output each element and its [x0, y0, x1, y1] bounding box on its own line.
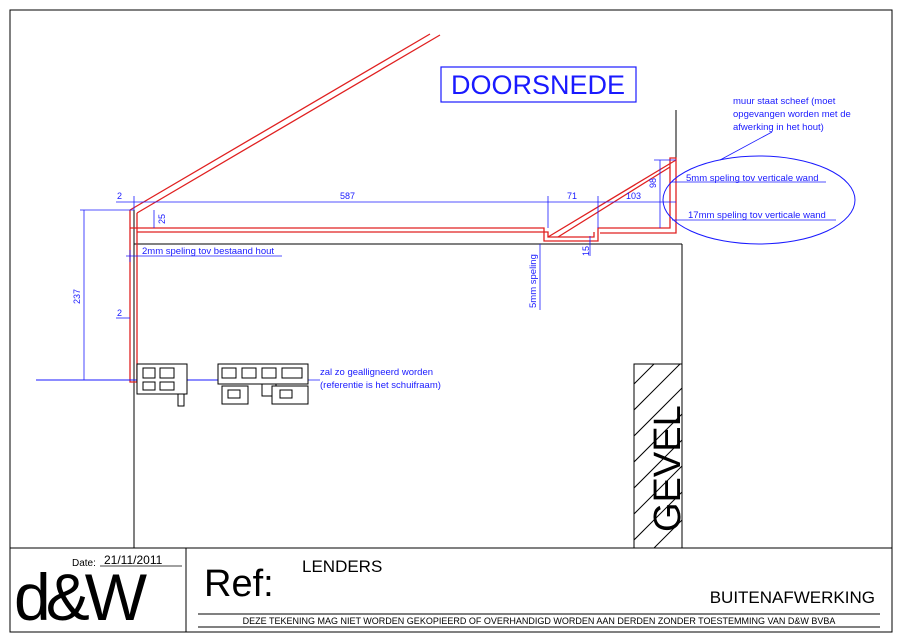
ref-label: Ref: — [204, 563, 274, 605]
disclaimer-text: DEZE TEKENING MAG NIET WORDEN GEKOPIEERD… — [243, 616, 836, 626]
note-gap-vertical-5: 5mm speling tov verticale wand — [686, 173, 819, 184]
note-align-line-2: (referentie is het schuifraam) — [320, 380, 441, 391]
note-wall-line-1: muur staat scheef (moet — [733, 96, 836, 107]
dimension-lines — [80, 131, 836, 381]
note-gap-5mm: 5mm speling — [528, 254, 539, 308]
finishing-profile — [129, 33, 677, 383]
existing-structure — [133, 110, 683, 548]
window-frame-profile — [136, 363, 309, 407]
dim-right-height: 98 — [648, 178, 658, 188]
dim-side-gap: 2 — [117, 308, 122, 318]
note-gap-existing-wood: 2mm speling tov bestaand hout — [142, 246, 274, 257]
dim-small-height: 25 — [157, 214, 167, 224]
title-box — [440, 66, 637, 103]
dim-top-left-gap: 2 — [117, 191, 122, 201]
note-wall-line-2: opgevangen worden met de — [733, 109, 851, 120]
title-block — [9, 547, 893, 633]
dim-top-mid: 71 — [567, 191, 577, 201]
subject-label: BUITENAFWERKING — [710, 588, 875, 607]
dim-top-right: 103 — [626, 191, 641, 201]
drawing-title: DOORSNEDE — [451, 70, 625, 100]
date-value: 21/11/2011 — [104, 553, 163, 567]
note-wall-line-3: afwerking in het hout) — [733, 122, 824, 133]
note-align-line-1: zal zo gealligneerd worden — [320, 367, 433, 378]
callout-ellipse — [662, 155, 856, 245]
company-logo: d&W — [14, 560, 148, 634]
note-gap-vertical-17: 17mm speling tov verticale wand — [688, 210, 826, 221]
dim-side-height: 237 — [72, 289, 82, 304]
dim-top-main: 587 — [340, 191, 355, 201]
gevel-label: GEVEL — [647, 405, 689, 532]
dim-notch: 15 — [581, 246, 591, 256]
gevel-wall — [633, 363, 683, 549]
ref-value: LENDERS — [302, 557, 382, 576]
date-label: Date: — [72, 558, 96, 569]
